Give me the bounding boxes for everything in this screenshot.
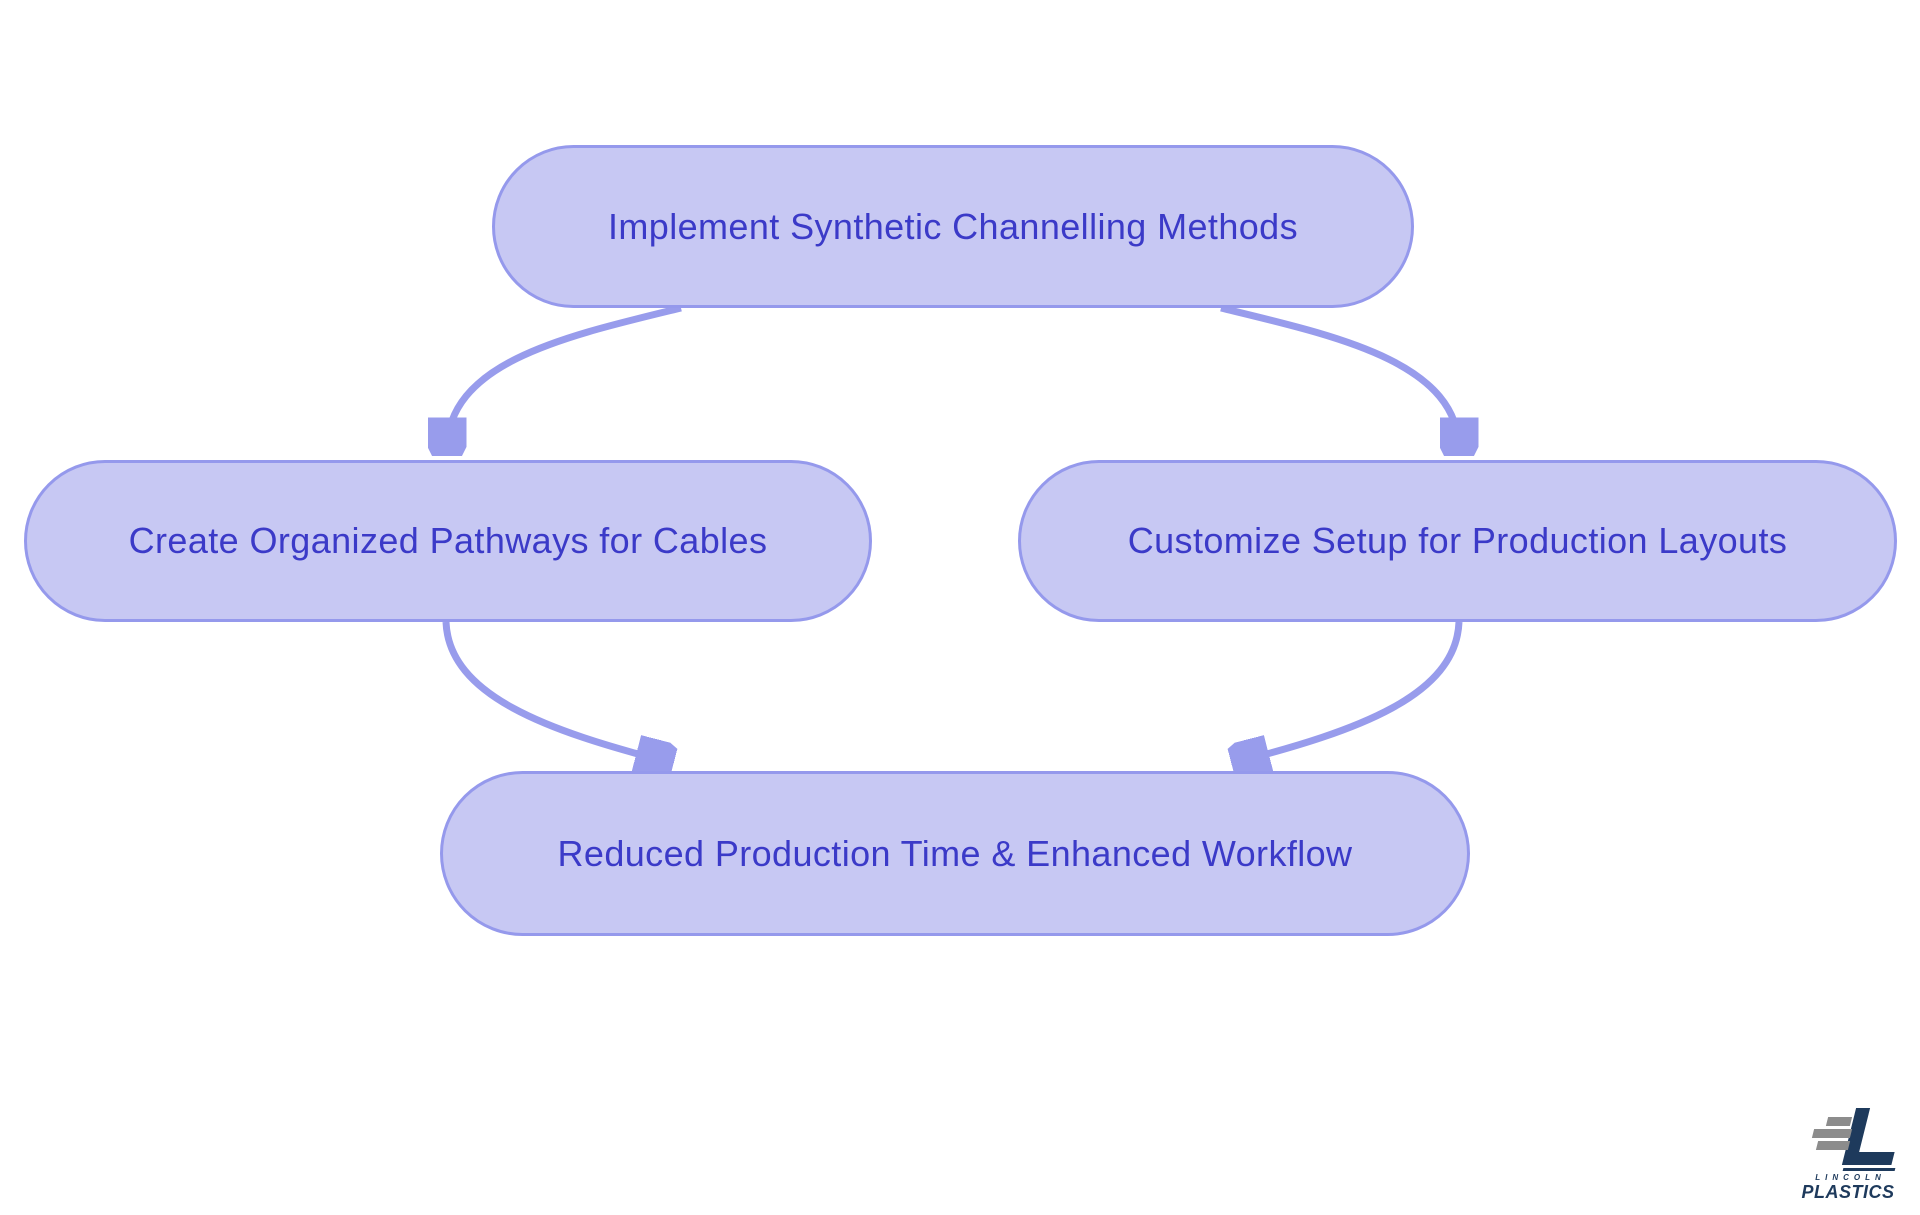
logo-gray-bar	[1825, 1117, 1853, 1126]
node-outcome-label: Reduced Production Time & Enhanced Workf…	[557, 832, 1353, 874]
node-pathways: Create Organized Pathways for Cables	[24, 460, 872, 622]
logo-gray-bar	[1815, 1141, 1851, 1150]
edge-implement-to-pathways	[447, 304, 682, 450]
logo-baseline	[1842, 1168, 1896, 1171]
node-pathways-label: Create Organized Pathways for Cables	[128, 520, 768, 561]
edge-customize-to-outcome	[1237, 621, 1463, 762]
lincoln-plastics-logo: LINCOLN PLASTICS	[1788, 1108, 1908, 1208]
node-outcome: Reduced Production Time & Enhanced Workf…	[440, 771, 1470, 936]
logo-l-foot	[1847, 1152, 1895, 1165]
edge-implement-to-customize	[1220, 304, 1459, 450]
lincoln-l-icon	[1803, 1108, 1896, 1171]
edge-pathways-to-outcome	[442, 621, 668, 762]
node-implement-label: Implement Synthetic Channelling Methods	[608, 205, 1298, 247]
node-customize-label: Customize Setup for Production Layouts	[1127, 520, 1788, 561]
node-implement: Implement Synthetic Channelling Methods	[492, 145, 1414, 308]
logo-gray-bar	[1811, 1129, 1853, 1138]
logo-brand-lincoln: LINCOLN	[1815, 1173, 1886, 1182]
logo-brand-plastics: PLASTICS	[1801, 1182, 1895, 1202]
node-customize: Customize Setup for Production Layouts	[1018, 460, 1897, 622]
